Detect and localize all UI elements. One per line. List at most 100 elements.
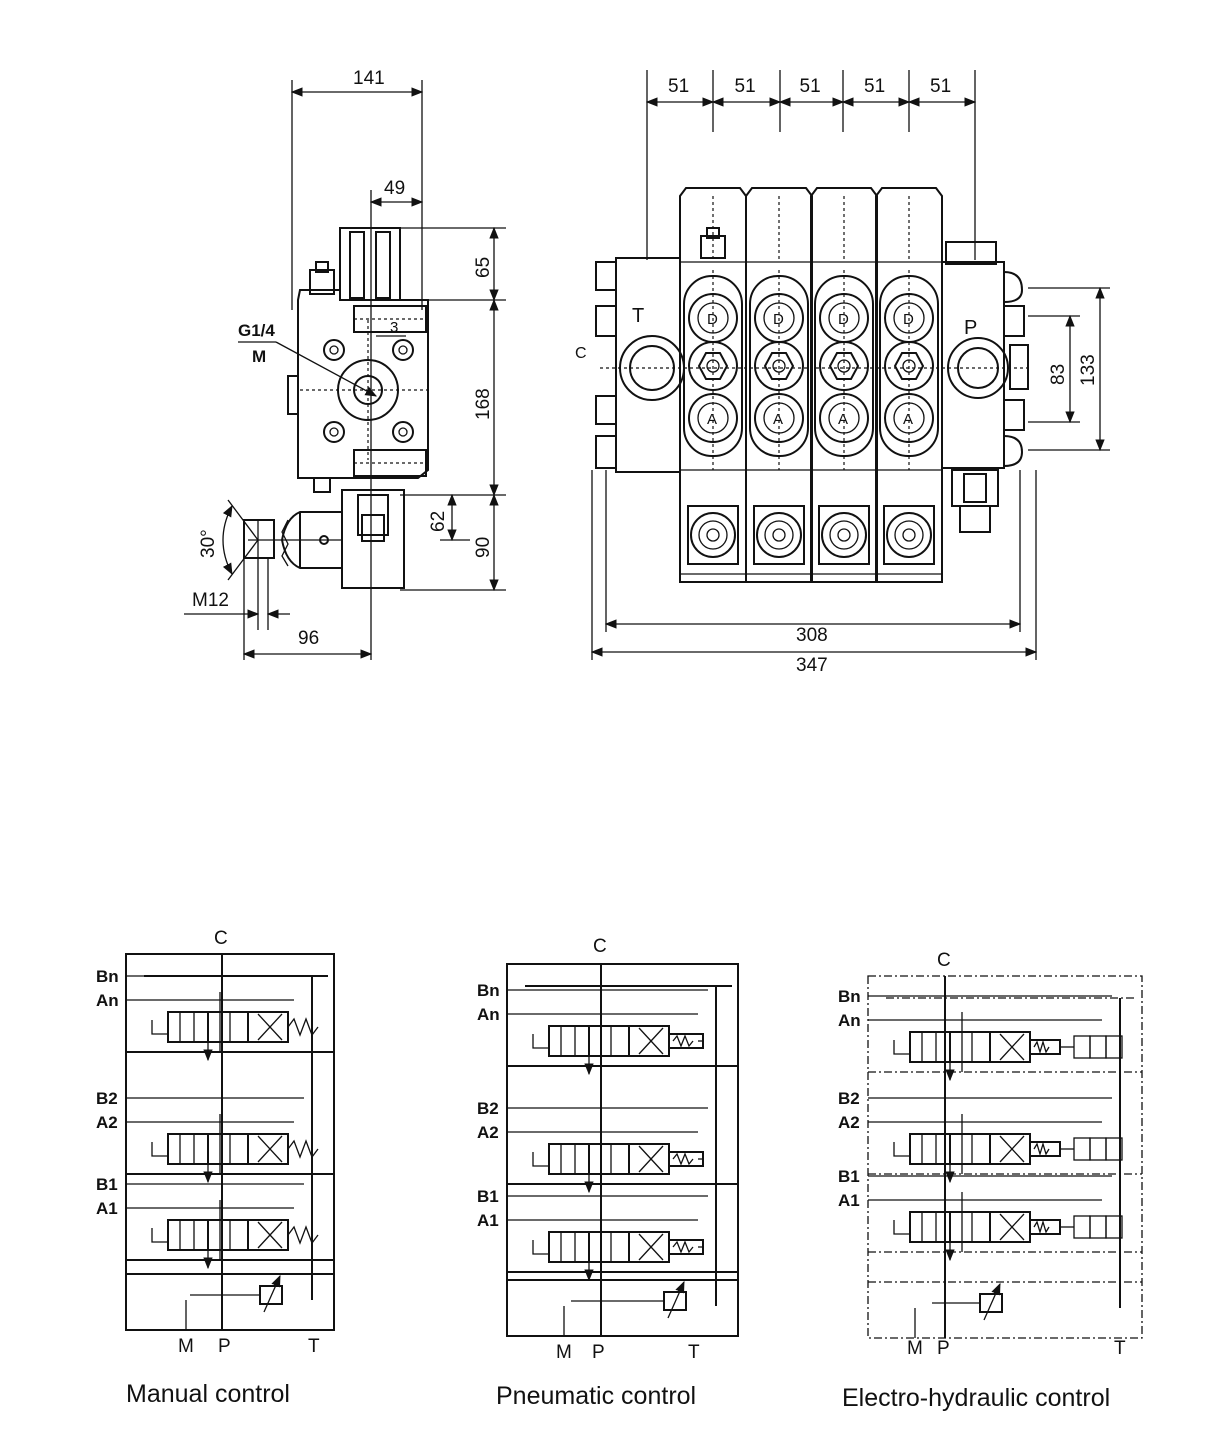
dim-3: 3 [390, 319, 398, 336]
valve-box [548, 1143, 590, 1175]
dim-pitch-51: 51 [930, 76, 951, 97]
port-label-m: M [252, 347, 266, 366]
port-p-label: P [937, 1338, 950, 1359]
valve-box [989, 1211, 1031, 1243]
handle-circle-mid [829, 520, 859, 550]
port-a-label: A2 [477, 1123, 499, 1142]
port-m-label: M [556, 1342, 572, 1363]
valve-box [989, 1133, 1031, 1165]
schematic-frame [867, 975, 1143, 1339]
valve-box [588, 1025, 630, 1057]
valve-box [588, 1143, 630, 1175]
cross-arrow [638, 1233, 664, 1261]
valve-box [167, 1219, 209, 1251]
spring-symbol [287, 1225, 319, 1245]
pilot-line [532, 1034, 549, 1049]
dim-83: 83 [1048, 364, 1069, 385]
valve-box [167, 1133, 209, 1165]
dim-30deg: 30° [198, 529, 219, 558]
valve-box [548, 1231, 590, 1263]
dim-pitch-51: 51 [800, 76, 821, 97]
port-b-label: B1 [838, 1167, 860, 1186]
spring-symbol [1033, 1141, 1050, 1157]
port-t-label: T [688, 1342, 700, 1363]
hex-nut [828, 352, 860, 380]
cross-arrow [257, 1013, 283, 1041]
port-a-label: A1 [96, 1199, 118, 1218]
schematic-caption: Pneumatic control [496, 1382, 696, 1410]
pneumatic-actuator [668, 1239, 704, 1255]
port-t: T [632, 305, 644, 327]
handle-circle-core [772, 528, 786, 542]
schematic-caption: Electro-hydraulic control [842, 1384, 1110, 1412]
pneumatic-actuator [668, 1151, 704, 1167]
port-b-label: Bn [96, 967, 119, 986]
port-circle [819, 393, 869, 443]
valve-box [167, 1011, 209, 1043]
cross-arrow [999, 1033, 1025, 1061]
port-m-label: M [178, 1336, 194, 1357]
pneumatic-actuator [668, 1033, 704, 1049]
pilot-valve-box [1105, 1215, 1123, 1239]
schematic-caption: Manual control [126, 1380, 290, 1408]
relief-valve-arrow [667, 1280, 685, 1319]
port-circle [754, 393, 804, 443]
pilot-line [151, 1228, 168, 1243]
port-p: P [964, 317, 977, 339]
port-label-g14: G1/4 [238, 321, 275, 340]
dim-347: 347 [796, 655, 828, 676]
valve-box [548, 1025, 590, 1057]
handle-circle [821, 512, 867, 558]
spring-symbol [1033, 1219, 1050, 1235]
handle-circle-core [706, 528, 720, 542]
schematic-frame [125, 953, 335, 1331]
pilot-valve-box [1089, 1137, 1107, 1161]
port-c: C [575, 345, 587, 362]
valve-box [628, 1231, 670, 1263]
hex-nut [697, 352, 729, 380]
valve-box [989, 1031, 1031, 1063]
valve-box [628, 1143, 670, 1175]
hex-nut [893, 352, 925, 380]
port-circle [688, 393, 738, 443]
handle-circle-core [902, 528, 916, 542]
port-b-label: B1 [477, 1187, 499, 1206]
handle-circle [690, 512, 736, 558]
cross-arrow [638, 1027, 664, 1055]
valve-box [949, 1031, 991, 1063]
port-a-label: A2 [96, 1113, 118, 1132]
valve-box [207, 1011, 249, 1043]
side-view-drawing: 141 49 65 168 62 90 [184, 68, 506, 660]
pilot-valve-box [1073, 1137, 1091, 1161]
spring-symbol [672, 1240, 694, 1254]
pilot-valve-box [1089, 1215, 1107, 1239]
relief-valve-arrow [983, 1282, 1001, 1321]
valve-box [207, 1133, 249, 1165]
handle-base [818, 505, 870, 565]
port-m-label: M [907, 1338, 923, 1359]
dim-pitch-51: 51 [668, 76, 689, 97]
spring-symbol [287, 1139, 319, 1159]
port-a-label: A2 [838, 1113, 860, 1132]
spring-symbol [287, 1017, 319, 1037]
dim-308: 308 [796, 625, 828, 646]
spring-symbol [672, 1152, 694, 1166]
port-mark-a: A [773, 411, 783, 428]
port-t-label: T [308, 1336, 320, 1357]
handle-base [753, 505, 805, 565]
port-c-label: C [937, 950, 951, 971]
port-b-label: B2 [838, 1089, 860, 1108]
dim-49: 49 [384, 178, 405, 199]
dim-65: 65 [473, 257, 494, 278]
port-a-label: An [96, 991, 119, 1010]
valve-box [207, 1219, 249, 1251]
top-nut-cap [706, 227, 720, 239]
valve-box [247, 1011, 289, 1043]
hex-nut [763, 352, 795, 380]
port-a-label: An [477, 1005, 500, 1024]
port-b-label: Bn [477, 981, 500, 1000]
